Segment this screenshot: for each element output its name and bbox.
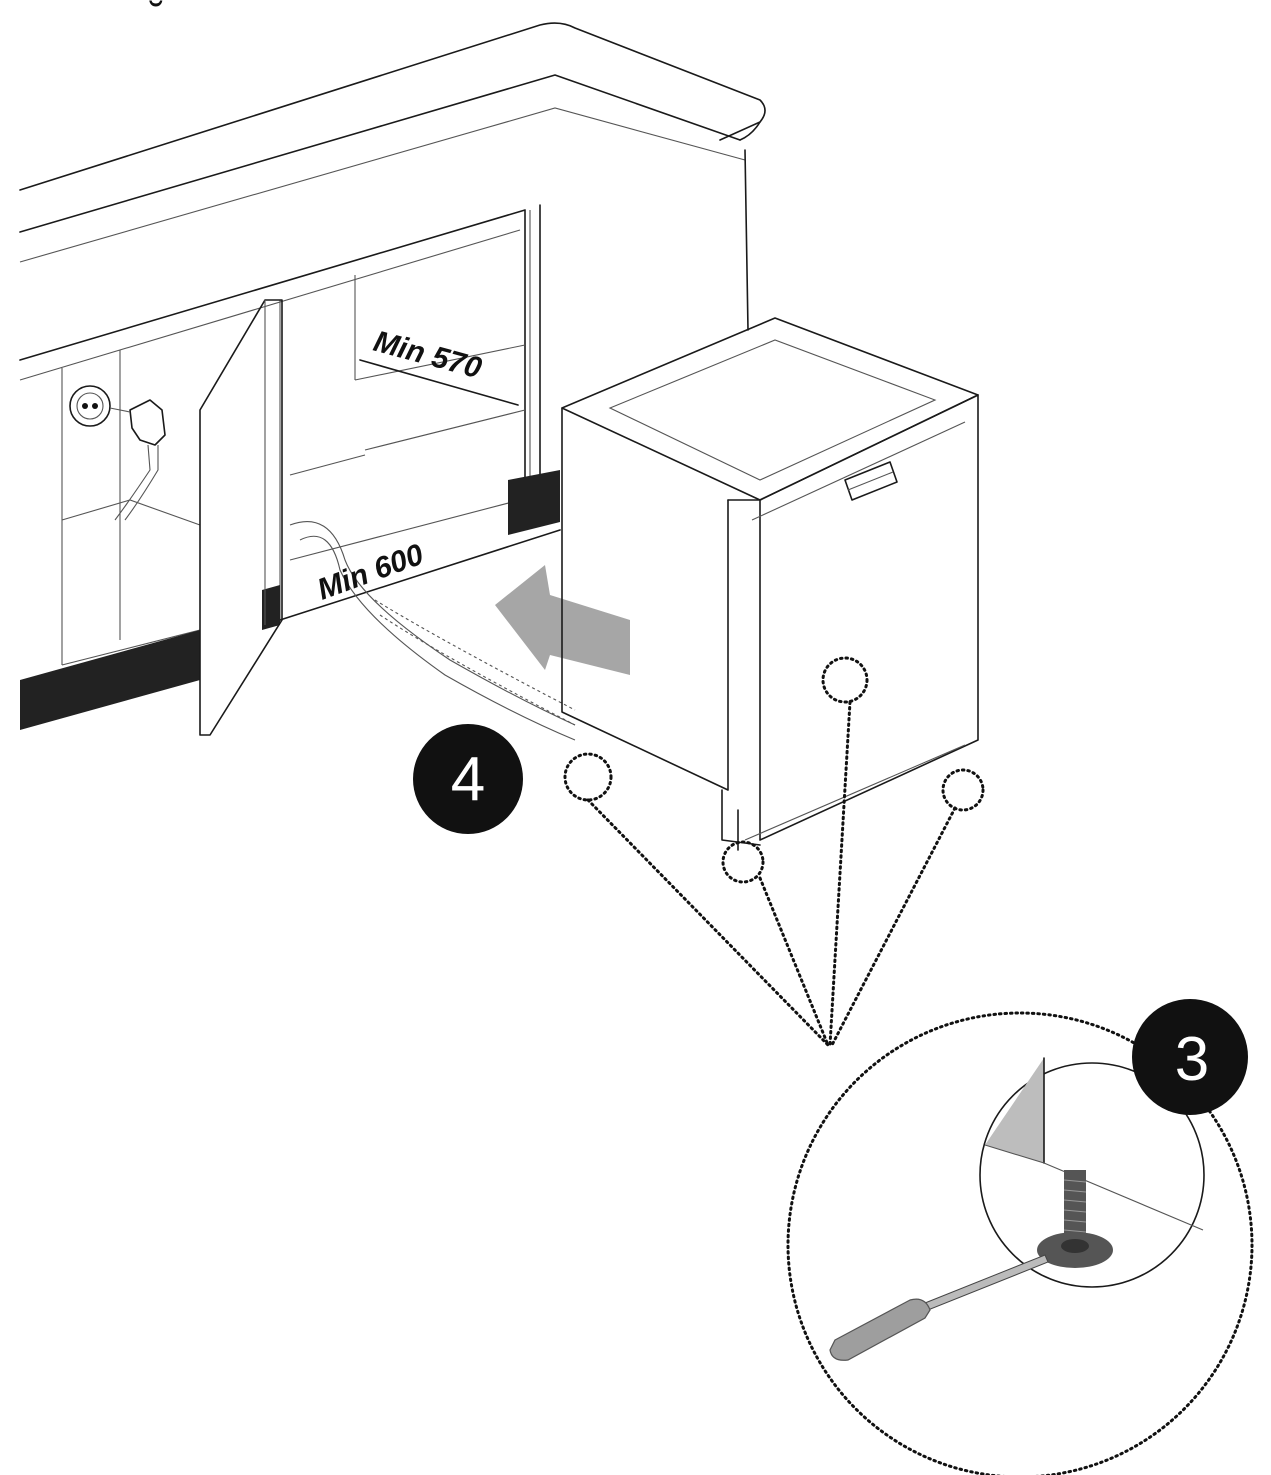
- svg-text:4: 4: [451, 745, 485, 814]
- plinth-right: [508, 470, 560, 535]
- power-socket-icon: [69, 385, 111, 427]
- foot-callout-middle: [821, 656, 869, 704]
- plinth-mid: [262, 585, 280, 630]
- plinth-left: [20, 630, 200, 730]
- detail-magnifier: [786, 1011, 1254, 1475]
- dishwasher-unit: [561, 317, 979, 851]
- foot-callout-rear-left: [563, 752, 613, 802]
- foot-callout-front-left: [721, 840, 765, 884]
- dimension-min-570: Min 570: [359, 325, 519, 406]
- step-badge-4: 4: [413, 724, 523, 834]
- screwdriver-icon: [829, 1254, 1049, 1361]
- top-mark: ˘: [149, 0, 163, 39]
- drain-hose: [289, 521, 576, 741]
- plug-cable-icon: [109, 399, 166, 521]
- kitchen-countertop: [19, 22, 766, 263]
- cabinet: [19, 149, 749, 666]
- foot-callout-front-right: [941, 768, 985, 812]
- step-badge-3: 3: [1132, 999, 1248, 1115]
- svg-text:3: 3: [1175, 1025, 1209, 1094]
- callout-leaders: [586, 700, 957, 1047]
- cabinet-door: [199, 299, 283, 736]
- svg-text:Min 570: Min 570: [370, 325, 485, 385]
